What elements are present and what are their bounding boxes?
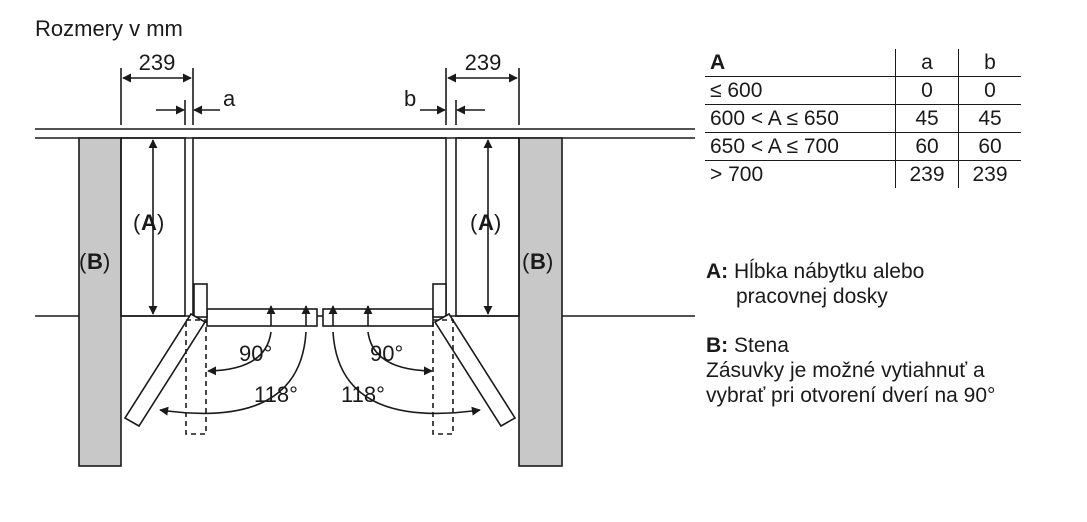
cabinet-right xyxy=(455,137,520,317)
door-90-right-dashed xyxy=(432,319,454,435)
hinge-block-left xyxy=(193,283,208,318)
arc-90-left xyxy=(207,331,272,376)
legend-b: B: Stena Zásuvky je možné vytiahnuť a vy… xyxy=(706,333,995,408)
door-left xyxy=(123,312,207,428)
dimension-table: A a b ≤ 600 0 0 600 < A ≤ 650 45 45 650 … xyxy=(705,49,1021,188)
table-row: > 700 239 239 xyxy=(705,160,1021,188)
table-cell: 45 xyxy=(895,104,959,133)
hinge-block-right xyxy=(432,283,447,318)
table-cell: 0 xyxy=(958,76,1021,105)
table-cell: 239 xyxy=(895,160,959,188)
legend-a-key: A: xyxy=(706,260,729,283)
arc-90-right xyxy=(367,331,433,376)
legend-b-key: B: xyxy=(706,334,729,357)
wall-label-right-close: ) xyxy=(546,249,553,274)
dim-239-left-label: 239 xyxy=(139,50,176,75)
table-cell: ≤ 600 xyxy=(705,76,896,105)
table-header-gap-a: a xyxy=(895,49,959,77)
table-cell: 650 < A ≤ 700 xyxy=(705,132,896,161)
drawer-left xyxy=(206,308,318,327)
door-right xyxy=(433,312,517,428)
table-header-row: A a b xyxy=(705,49,1021,77)
depth-label-right: A xyxy=(478,210,494,235)
legend-a-line1: Hĺbka nábytku alebo xyxy=(734,260,925,283)
wall-left xyxy=(78,137,122,467)
legend-b-line2: Zásuvky je možné vytiahnuť a xyxy=(706,359,985,382)
depth-label-right-close: ) xyxy=(494,210,501,235)
wall-label-left: B xyxy=(87,249,103,274)
table-header-gap-b: b xyxy=(958,49,1021,77)
gap-a-label: a xyxy=(223,86,236,111)
fridge-body xyxy=(192,137,447,317)
angle-118-left-label: 118° xyxy=(254,382,298,407)
installation-diagram: 239 239 a b ( A ) ( A ) ( B ) ( B ) 90° … xyxy=(35,50,695,467)
table-cell: 60 xyxy=(958,132,1021,161)
legend-a-line2: pracovnej dosky xyxy=(736,285,888,308)
wall-label-left-open: ( xyxy=(79,249,87,274)
legend-b-line1: Stena xyxy=(734,334,789,357)
depth-label-left-close: ) xyxy=(157,210,164,235)
table-row: 650 < A ≤ 700 60 60 xyxy=(705,132,1021,161)
table-row: ≤ 600 0 0 xyxy=(705,76,1021,105)
drawing-title: Rozmery v mm xyxy=(35,16,183,41)
table-cell: > 700 xyxy=(710,163,764,186)
dim-239-right-label: 239 xyxy=(465,50,502,75)
door-90-left-dashed xyxy=(185,319,207,435)
wall-label-left-close: ) xyxy=(103,249,110,274)
angle-90-right-label: 90° xyxy=(370,341,403,366)
wall-label-right: B xyxy=(530,249,546,274)
depth-label-left-open: ( xyxy=(133,210,141,235)
angle-118-right-label: 118° xyxy=(341,382,385,407)
arc-118-right xyxy=(332,331,481,416)
table-cell: 239 xyxy=(958,160,1021,188)
arc-118-left xyxy=(159,331,307,416)
table-cell: 45 xyxy=(958,104,1021,133)
table-cell: 0 xyxy=(895,76,959,105)
gap-b-label: b xyxy=(404,86,416,111)
table-row: 600 < A ≤ 650 45 45 xyxy=(705,104,1021,133)
table-header-a-depth: A xyxy=(705,49,896,77)
depth-label-right-open: ( xyxy=(470,210,478,235)
legend-b-line3: vybrať pri otvorení dverí na 90° xyxy=(706,384,996,407)
depth-label-left: A xyxy=(141,210,157,235)
drawer-right xyxy=(322,308,434,327)
wall-right xyxy=(518,137,563,467)
table-cell: 60 xyxy=(895,132,959,161)
table-cell: 600 < A ≤ 650 xyxy=(705,104,896,133)
legend-a: A: Hĺbka nábytku alebo pracovnej dosky xyxy=(706,259,924,309)
angle-90-left-label: 90° xyxy=(239,341,272,366)
wall-label-right-open: ( xyxy=(522,249,530,274)
cabinet-left xyxy=(120,137,186,317)
